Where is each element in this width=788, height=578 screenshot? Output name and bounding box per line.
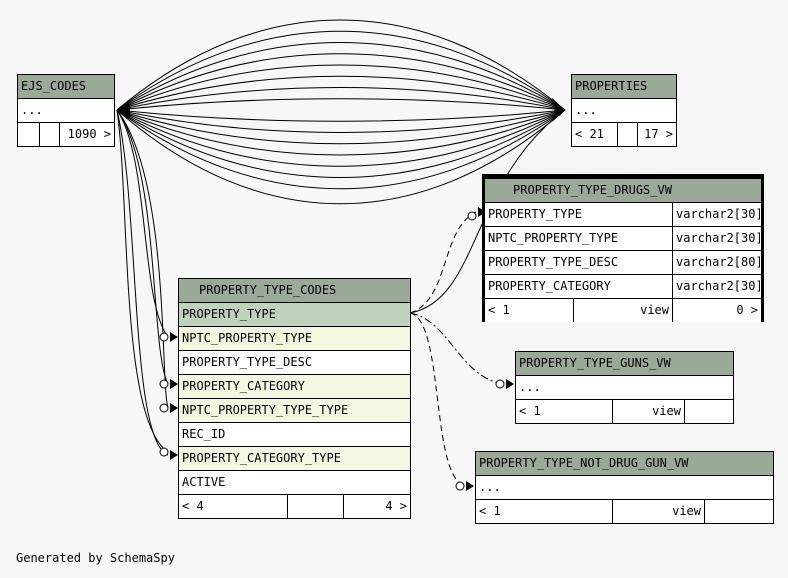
- table-title[interactable]: PROPERTY_TYPE_CODES: [179, 279, 410, 303]
- table-row: NPTC_PROPERTY_TYPE varchar2[30]: [485, 227, 761, 251]
- column-type: varchar2[80]: [672, 251, 761, 274]
- column-name: PROPERTY_CATEGORY: [488, 279, 611, 293]
- table-ejs-codes[interactable]: EJS_CODES ... 1090 >: [17, 74, 115, 147]
- columns-ellipsis: ...: [516, 376, 733, 400]
- table-row: PROPERTY_TYPE_DESC: [179, 351, 410, 375]
- blank-cell: [704, 500, 773, 523]
- table-footer: < 1 view: [516, 400, 733, 423]
- table-title[interactable]: PROPERTY_TYPE_DRUGS_VW: [485, 179, 761, 203]
- children-count[interactable]: 0 >: [672, 299, 761, 322]
- column-type: varchar2[30]: [672, 275, 761, 298]
- parents-count[interactable]: < 1: [519, 404, 541, 418]
- blank-cell: [684, 400, 733, 423]
- parents-count[interactable]: < 1: [488, 303, 510, 317]
- table-row: PROPERTY_CATEGORY varchar2[30]: [485, 275, 761, 299]
- table-footer: < 1 view: [476, 500, 773, 523]
- table-row-foreign-key: NPTC_PROPERTY_TYPE_TYPE: [179, 399, 410, 423]
- columns-ellipsis: ...: [572, 99, 676, 123]
- view-label: view: [573, 299, 672, 322]
- table-row: PROPERTY_TYPE varchar2[30]: [485, 203, 761, 227]
- children-count[interactable]: 17 >: [637, 123, 676, 146]
- columns-ellipsis: ...: [18, 99, 114, 123]
- parents-count[interactable]: < 1: [479, 504, 501, 518]
- view-label: view: [612, 400, 684, 423]
- column-name: PROPERTY_TYPE_DESC: [488, 255, 619, 269]
- column-type: varchar2[30]: [672, 227, 761, 250]
- table-title[interactable]: EJS_CODES: [18, 75, 114, 99]
- table-row: REC_ID: [179, 423, 410, 447]
- table-row: PROPERTY_TYPE_DESC varchar2[80]: [485, 251, 761, 275]
- blank-cell: [617, 123, 637, 146]
- table-footer: 1090 >: [18, 123, 114, 146]
- table-title[interactable]: PROPERTY_TYPE_NOT_DRUG_GUN_VW: [476, 452, 773, 476]
- children-count[interactable]: 4 >: [343, 495, 410, 518]
- table-footer: < 4 4 >: [179, 495, 410, 518]
- parents-cell: [18, 123, 39, 146]
- table-row-primary-key: PROPERTY_TYPE: [179, 303, 410, 327]
- column-name: NPTC_PROPERTY_TYPE: [488, 231, 619, 245]
- parents-count[interactable]: < 4: [182, 499, 204, 513]
- columns-ellipsis: ...: [476, 476, 773, 500]
- table-title[interactable]: PROPERTY_TYPE_GUNS_VW: [516, 352, 733, 376]
- table-footer: < 1 view 0 >: [485, 299, 761, 322]
- table-row-foreign-key: PROPERTY_CATEGORY: [179, 375, 410, 399]
- table-row-foreign-key: PROPERTY_CATEGORY_TYPE: [179, 447, 410, 471]
- table-row: ACTIVE: [179, 471, 410, 495]
- table-property-type-codes[interactable]: PROPERTY_TYPE_CODES PROPERTY_TYPE NPTC_P…: [178, 278, 411, 519]
- blank-cell: [287, 495, 343, 518]
- column-name: PROPERTY_TYPE: [488, 207, 582, 221]
- table-row-foreign-key: NPTC_PROPERTY_TYPE: [179, 327, 410, 351]
- blank-cell: [39, 123, 59, 146]
- table-property-type-not-drug-gun-vw[interactable]: PROPERTY_TYPE_NOT_DRUG_GUN_VW ... < 1 vi…: [475, 451, 774, 524]
- children-count[interactable]: 1090 >: [59, 123, 114, 146]
- generated-by-credit: Generated by SchemaSpy: [16, 551, 175, 565]
- column-type: varchar2[30]: [672, 203, 761, 226]
- table-property-type-guns-vw[interactable]: PROPERTY_TYPE_GUNS_VW ... < 1 view: [515, 351, 734, 424]
- table-properties[interactable]: PROPERTIES ... < 21 17 >: [571, 74, 677, 147]
- table-title[interactable]: PROPERTIES: [572, 75, 676, 99]
- table-footer: < 21 17 >: [572, 123, 676, 146]
- view-label: view: [612, 500, 704, 523]
- parents-count[interactable]: < 21: [575, 127, 604, 141]
